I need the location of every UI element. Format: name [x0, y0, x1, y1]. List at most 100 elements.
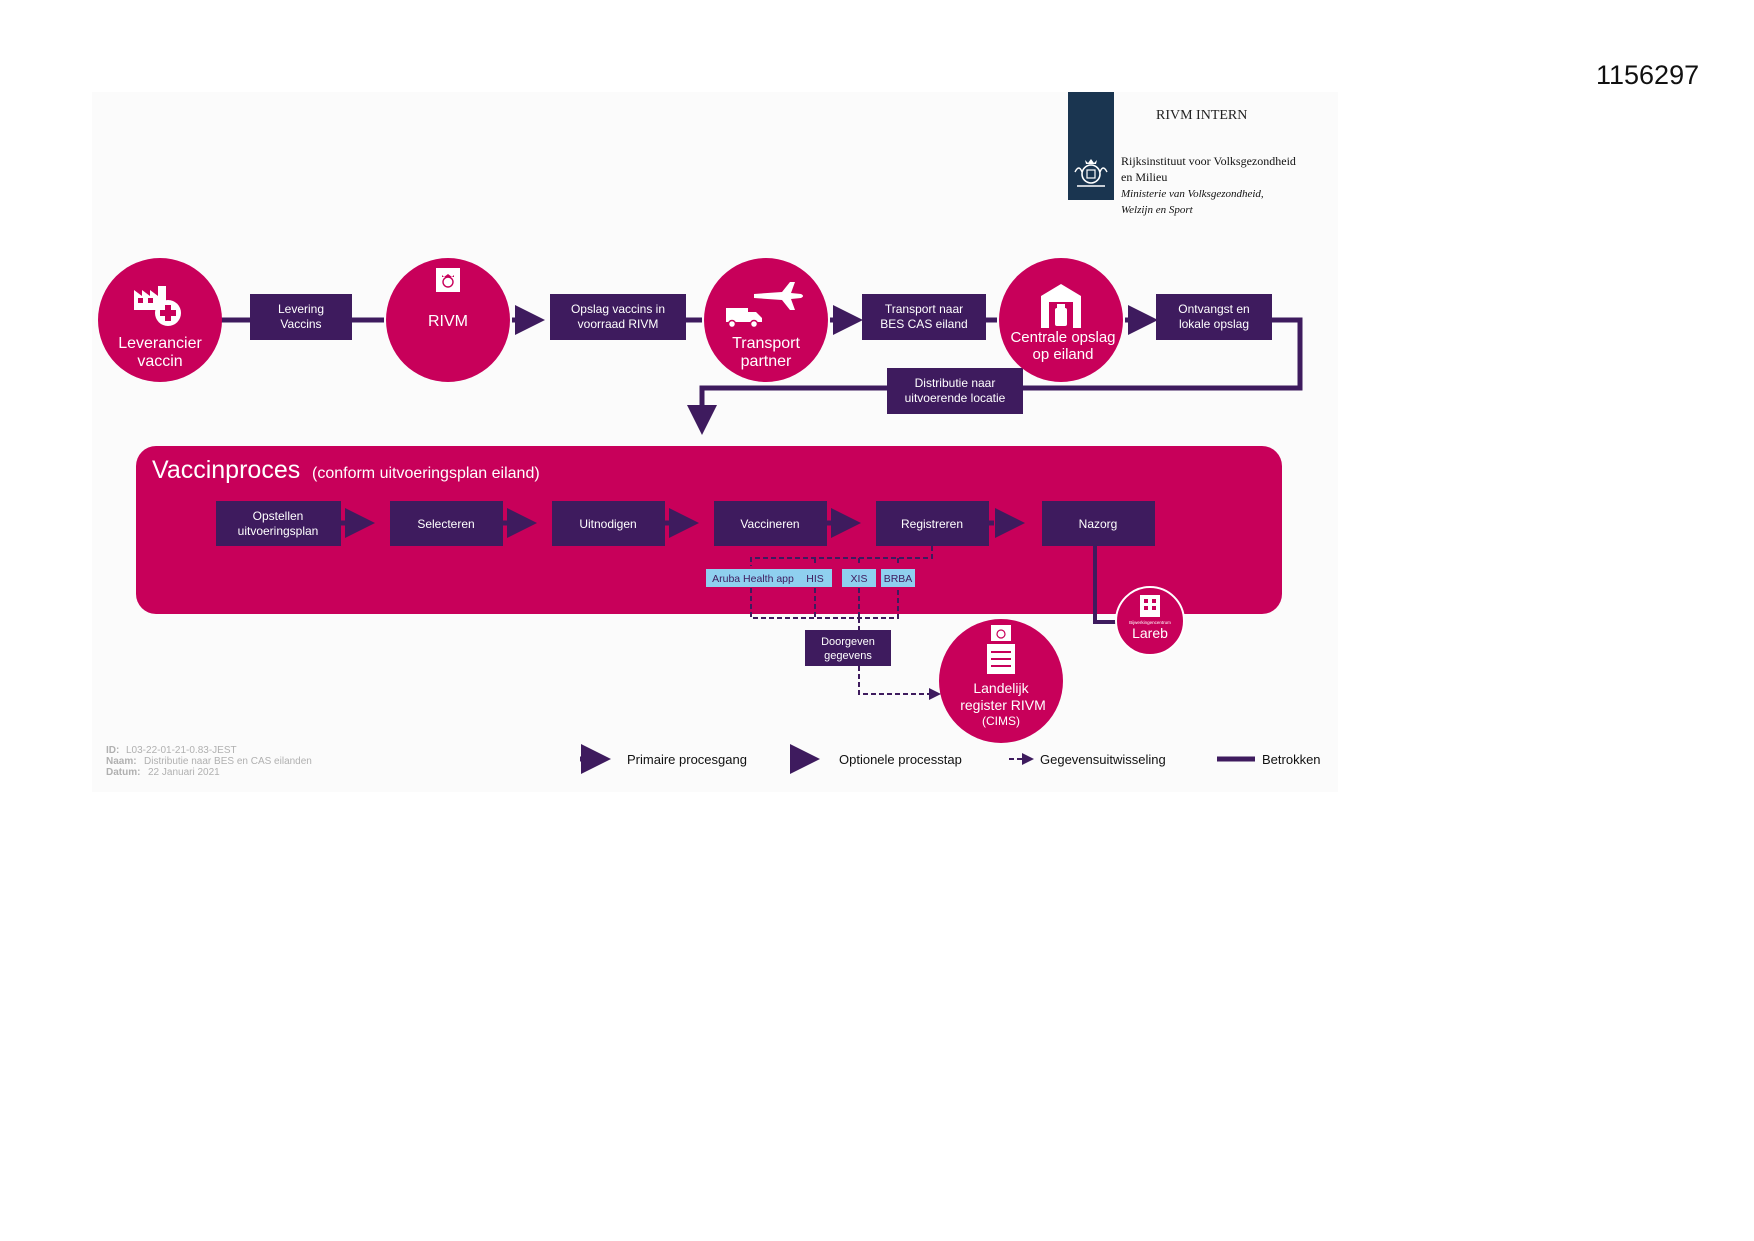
box-doorgeven: Doorgeven gegevens — [805, 630, 891, 666]
document-id: 1156297 — [1596, 60, 1700, 90]
box-label-line1: Transport naar — [885, 302, 963, 316]
panel-subtitle: (conform uitvoeringsplan eiland) — [312, 465, 540, 482]
system-brba: BRBA — [881, 569, 915, 587]
step-opstellen: Opstellen uitvoeringsplan — [216, 501, 341, 546]
meta-footer: ID: L03-22-01-21-0.83-JEST Naam: Distrib… — [106, 745, 312, 778]
box-label-line1: Levering — [278, 302, 324, 316]
legend-label: Optionele processtap — [839, 752, 962, 767]
step-label: Nazorg — [1079, 517, 1118, 531]
circle-label-line1: Transport — [732, 335, 800, 352]
process-box — [1156, 294, 1272, 340]
actor-circle — [939, 619, 1063, 743]
box-label-line1: Doorgeven — [821, 636, 875, 648]
system-tag — [798, 569, 832, 587]
circle-label-line2: vaccin — [137, 353, 182, 370]
step-box — [1042, 501, 1155, 546]
step-registreren: Registreren — [876, 501, 989, 546]
legend-optional: Optionele processtap — [790, 744, 962, 774]
system-xis: XIS — [842, 569, 876, 587]
legend-label: Gegevensuitwisseling — [1040, 752, 1166, 767]
box-label-line2: Vaccins — [280, 317, 321, 331]
process-diagram: RIVM INTERN Rijksinstituut voor Volksgez… — [98, 92, 1321, 778]
circle-lareb: Bijwerkingencentrum Lareb — [1115, 586, 1185, 656]
meta-datum-label: Datum: — [106, 767, 140, 778]
circle-label-line3: (CIMS) — [982, 714, 1020, 728]
step-uitnodigen: Uitnodigen — [552, 501, 665, 546]
step-label-line1: Opstellen — [253, 509, 304, 523]
classification-label: RIVM INTERN — [1156, 108, 1247, 123]
step-label-line2: uitvoeringsplan — [238, 524, 319, 538]
step-label: Registreren — [901, 517, 963, 531]
warehouse-vial-icon — [1041, 284, 1081, 328]
registreren-to-systems-line — [750, 546, 933, 566]
meta-datum-value: 22 Januari 2021 — [148, 767, 220, 778]
factory-cross-icon — [134, 286, 181, 326]
rivm-crest-icon — [991, 625, 1011, 641]
step-box — [216, 501, 341, 546]
actor-circle — [386, 258, 510, 382]
legend-betrokken: Betrokken — [1217, 752, 1321, 767]
circle-landelijk-register: Landelijk register RIVM (CIMS) — [939, 619, 1063, 743]
box-levering: Levering Vaccins — [250, 294, 352, 340]
diagram-slide: RIVM INTERN Rijksinstituut voor Volksgez… — [92, 92, 1338, 792]
legend-label: Betrokken — [1262, 752, 1321, 767]
system-label: HIS — [806, 573, 824, 585]
distribution-arrow — [687, 317, 1303, 435]
circle-label-line1: Centrale opslag — [1010, 329, 1115, 346]
step-label: Selecteren — [417, 517, 474, 531]
systems-collector-line — [750, 588, 899, 619]
logo-bar — [1068, 92, 1114, 200]
lareb-subtitle: Bijwerkingencentrum — [1129, 620, 1171, 625]
box-label-line2: voorraad RIVM — [578, 317, 659, 331]
legend-data: Gegevensuitwisseling — [1009, 752, 1166, 767]
legend-primary: Primaire procesgang — [580, 744, 747, 774]
step-nazorg: Nazorg — [1042, 501, 1155, 546]
ministry-line2: Welzijn en Sport — [1121, 204, 1194, 216]
system-aruba-health-app: Aruba Health app — [706, 569, 801, 587]
legend: Primaire procesgang Optionele processtap… — [580, 744, 1321, 774]
circle-label-line2: op eiland — [1033, 346, 1094, 363]
panel-background — [136, 446, 1282, 614]
process-box — [887, 368, 1023, 414]
step-box — [390, 501, 503, 546]
system-tag — [842, 569, 876, 587]
circle-label-line2: partner — [741, 353, 792, 370]
circle-transport: Transport partner — [704, 258, 828, 382]
system-his: HIS — [798, 569, 832, 587]
server-rack-icon — [987, 644, 1015, 674]
system-label: Aruba Health app — [712, 573, 794, 585]
system-tag — [706, 569, 801, 587]
box-label-line2: lokale opslag — [1179, 317, 1249, 331]
process-box — [250, 294, 352, 340]
circle-label-line1: RIVM — [428, 313, 468, 330]
circle-label-line1: Leverancier — [118, 335, 202, 352]
system-label: BRBA — [884, 573, 913, 585]
process-box — [550, 294, 686, 340]
meta-naam-value: Distributie naar BES en CAS eilanden — [144, 756, 312, 767]
step-label: Uitnodigen — [579, 517, 636, 531]
step-box — [552, 501, 665, 546]
ministry-line1: Ministerie van Volksgezondheid, — [1120, 188, 1264, 200]
actor-circle — [704, 258, 828, 382]
circle-rivm: RIVM — [386, 258, 510, 382]
box-label-line2: BES CAS eiland — [880, 317, 967, 331]
vaccinproces-panel: Vaccinproces (conform uitvoeringsplan ei… — [136, 446, 1282, 700]
building-icon — [1140, 595, 1160, 617]
meta-id-label: ID: — [106, 745, 119, 756]
meta-naam-label: Naam: — [106, 756, 137, 767]
box-label-line1: Ontvangst en — [1178, 302, 1249, 316]
lareb-label: Lareb — [1132, 625, 1168, 641]
process-box — [862, 294, 986, 340]
box-ontvangst: Ontvangst en lokale opslag — [1156, 294, 1272, 340]
box-distributie: Distributie naar uitvoerende locatie — [887, 368, 1023, 414]
circle-label-line2: register RIVM — [960, 697, 1046, 713]
box-label-line1: Distributie naar — [915, 376, 996, 390]
org-name-line2: en Milieu — [1121, 170, 1167, 184]
system-label: XIS — [851, 573, 868, 585]
meta-id-value: L03-22-01-21-0.83-JEST — [126, 745, 237, 756]
crest-icon — [1074, 159, 1108, 187]
rivm-logo: RIVM INTERN Rijksinstituut voor Volksgez… — [1068, 92, 1296, 216]
rivm-crest-icon — [436, 268, 460, 292]
circle-label-line1: Landelijk — [973, 680, 1029, 696]
betrokken-line — [1093, 546, 1120, 624]
